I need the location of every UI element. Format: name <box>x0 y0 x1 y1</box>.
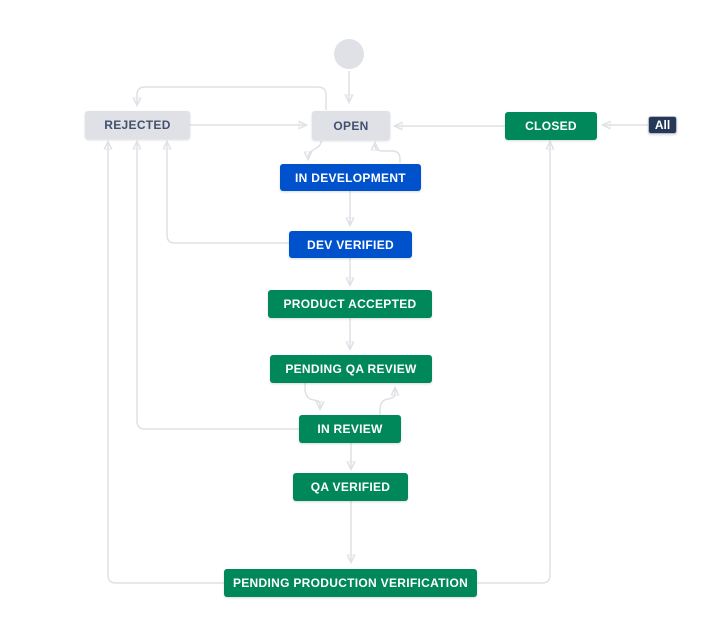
status-qa-verified[interactable]: QA VERIFIED <box>293 473 408 501</box>
transition-open-to-in-development <box>308 140 322 158</box>
transition-pending-production-verification-to-rejected <box>108 143 224 584</box>
transition-in-review-to-rejected <box>137 143 299 430</box>
transition-pending-qa-review-to-in-review <box>304 383 320 408</box>
all-transitions-badge: All <box>648 116 677 134</box>
transition-in-development-to-open <box>375 144 401 163</box>
status-pending-production-verification[interactable]: PENDING PRODUCTION VERIFICATION <box>224 569 477 597</box>
status-open[interactable]: OPEN <box>312 111 390 140</box>
status-product-accepted[interactable]: PRODUCT ACCEPTED <box>268 290 432 318</box>
status-in-development[interactable]: IN DEVELOPMENT <box>280 164 421 191</box>
start-node <box>334 39 364 69</box>
transition-open-to-rejected <box>137 86 327 110</box>
transition-in-review-to-pending-qa-review <box>379 389 395 415</box>
transition-pending-production-verification-to-closed <box>477 143 550 584</box>
transition-dev-verified-to-rejected <box>167 143 289 244</box>
status-rejected[interactable]: REJECTED <box>85 111 190 139</box>
status-dev-verified[interactable]: DEV VERIFIED <box>289 231 412 258</box>
status-pending-qa-review[interactable]: PENDING QA REVIEW <box>270 355 432 383</box>
status-closed[interactable]: CLOSED <box>505 112 597 140</box>
status-in-review[interactable]: IN REVIEW <box>299 415 401 443</box>
